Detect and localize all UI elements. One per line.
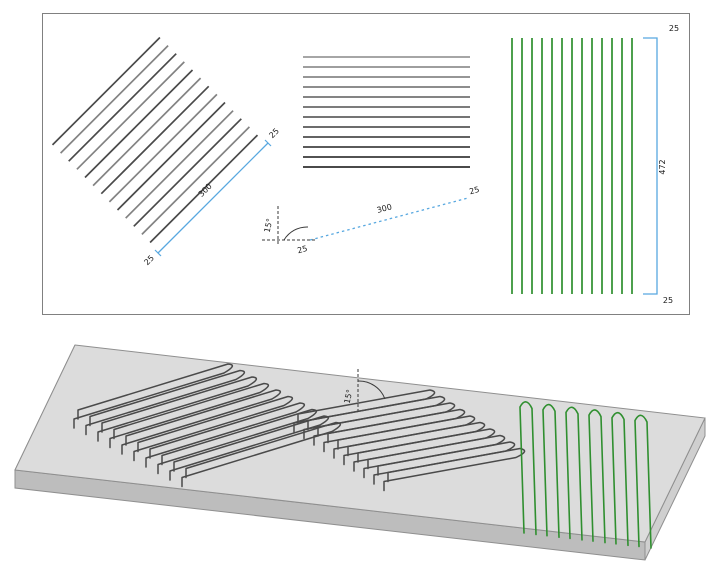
rebar-line [116, 101, 226, 211]
diagonal-rebar-group [51, 36, 259, 244]
dim-label-offset-end: 25 [468, 185, 480, 196]
horizontal-dimension: 300 25 25 15° [262, 185, 480, 255]
staple-wire [97, 376, 258, 442]
rebar-line [84, 69, 194, 179]
green-hairpin-wire [588, 409, 606, 544]
staple-wire [85, 369, 246, 436]
dimension-tick [264, 139, 272, 147]
staple-wire [133, 395, 294, 462]
angle-label: 15° [343, 389, 355, 405]
dim-label-offset-bottom: 25 [663, 296, 673, 305]
staple-wire [383, 447, 526, 492]
angle-arc [283, 226, 309, 241]
green-hairpin-wire [634, 414, 652, 549]
middle-staple-group [293, 389, 526, 492]
dim-label-height: 472 [658, 159, 667, 174]
green-hairpin-wire [565, 406, 583, 541]
rebar-line [59, 44, 169, 154]
staple-wire [121, 389, 282, 455]
staple-wire [109, 382, 270, 449]
rebar-line [125, 110, 234, 219]
horizontal-rebar-group [303, 56, 470, 168]
top-view: 300 25 25 300 25 25 15° 472 25 25 [42, 13, 690, 315]
rebar-line [68, 53, 177, 162]
dimension-tick [154, 249, 162, 257]
staple-wire [157, 408, 318, 475]
angle-arc [357, 380, 386, 400]
staple-wire [145, 402, 306, 468]
vertical-rebar-group [511, 38, 633, 294]
left-staple-group [73, 363, 342, 488]
rebar-line [100, 85, 210, 195]
dim-label-offset-top: 25 [669, 24, 679, 33]
right-wire-group [519, 401, 652, 549]
staple-wire [181, 421, 342, 488]
rebar-line [133, 118, 242, 227]
dimension-bracket [643, 37, 658, 295]
iso-angle-annotation: 15° [343, 369, 386, 412]
angle-label: 15° [263, 218, 275, 234]
dim-label-offset-start: 25 [296, 244, 308, 255]
rebar-line [76, 61, 185, 170]
rebar-line [141, 126, 251, 236]
green-hairpin-wire [611, 411, 629, 547]
dim-label-length: 300 [376, 202, 393, 215]
green-hairpin-wire [542, 403, 560, 538]
vertical-dimension: 472 25 25 [643, 24, 679, 305]
rebar-line [149, 134, 259, 244]
staple-wire [73, 363, 234, 429]
rebar-line [92, 77, 202, 187]
rebar-line [51, 36, 161, 146]
staple-wire [169, 415, 330, 481]
green-hairpin-wire [519, 401, 537, 536]
rebar-line [108, 93, 218, 203]
dimension-line [157, 142, 269, 254]
iso-view: 15° [14, 344, 706, 561]
